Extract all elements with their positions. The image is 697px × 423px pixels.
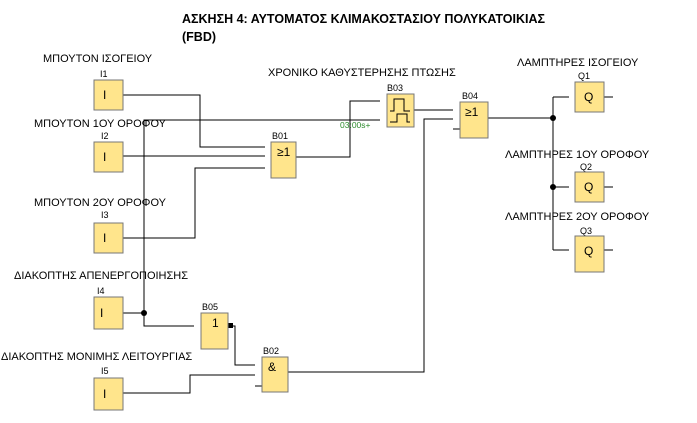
- input-label: ΔΙΑΚΟΠΤΗΣ ΜΟΝΙΜΗΣ ΛΕΙΤΟΥΡΓΙΑΣ: [1, 351, 192, 363]
- block-B04-or[interactable]: B04 ≥1: [459, 91, 489, 139]
- output-block[interactable]: [574, 81, 605, 113]
- block-id: B03: [387, 83, 403, 93]
- input-I3[interactable]: ΜΠΟΥΤΟΝ 2ΟΥ ΟΡΟΦΟΥ I3 I: [34, 197, 167, 254]
- block-symbol: 1: [212, 316, 219, 330]
- title-line1: ΑΣΚΗΣΗ 4: ΑΥΤΟΜΑΤΟΣ ΚΛΙΜΑΚΟΣΤΑΣΙΟΥ ΠΟΛΥΚ…: [182, 12, 546, 26]
- output-label: ΛΑΜΠΤΗΡΕΣ 1ΟΥ ΟΡΟΦΟΥ: [505, 149, 650, 161]
- output-Q1[interactable]: ΛΑΜΠΤΗΡΕΣ ΙΣΟΓΕΙΟΥ Q1 Q: [517, 57, 639, 113]
- input-block[interactable]: [93, 222, 124, 254]
- block-B03-timer[interactable]: ΧΡΟΝΙΚΟ ΚΑΘΥΣΤΕΡΗΣΗΣ ΠΤΩΣΗΣ B03 03:00s+: [268, 67, 456, 130]
- input-label: ΜΠΟΥΤΟΝ 2ΟΥ ΟΡΟΦΟΥ: [34, 197, 167, 209]
- input-symbol: I: [103, 88, 106, 102]
- output-label: ΛΑΜΠΤΗΡΕΣ ΙΣΟΓΕΙΟΥ: [517, 57, 639, 69]
- input-I4[interactable]: ΔΙΑΚΟΠΤΗΣ ΑΠΕΝΕΡΓΟΠΟΙΗΣΗΣ I4 I: [14, 270, 188, 330]
- block-label: ΧΡΟΝΙΚΟ ΚΑΘΥΣΤΕΡΗΣΗΣ ΠΤΩΣΗΣ: [268, 67, 456, 79]
- title-line2: (FBD): [182, 30, 216, 44]
- input-I2[interactable]: ΜΠΟΥΤΟΝ 1ΟΥ ΟΡΟΦΟΥ I2 I: [34, 118, 167, 173]
- output-symbol: Q: [584, 244, 593, 258]
- input-I1[interactable]: ΜΠΟΥΤΟΝ ΙΣΟΓΕΙΟΥ I1 I: [43, 53, 153, 111]
- input-label: ΜΠΟΥΤΟΝ 1ΟΥ ΟΡΟΦΟΥ: [34, 118, 167, 130]
- input-block[interactable]: [93, 141, 124, 173]
- output-symbol: Q: [584, 180, 593, 194]
- input-symbol: I: [103, 387, 106, 401]
- output-id: Q2: [580, 162, 592, 172]
- block-symbol: &: [268, 360, 276, 374]
- input-block[interactable]: [93, 79, 124, 111]
- output-label: ΛΑΜΠΤΗΡΕΣ 2ΟΥ ΟΡΟΦΟΥ: [505, 211, 650, 223]
- input-I5[interactable]: ΔΙΑΚΟΠΤΗΣ ΜΟΝΙΜΗΣ ΛΕΙΤΟΥΡΓΙΑΣ I5 I: [1, 351, 192, 411]
- block-id: B05: [202, 302, 218, 312]
- block-symbol: ≥1: [277, 145, 291, 159]
- wires: [123, 94, 613, 394]
- input-symbol: I: [100, 306, 103, 320]
- input-id: I3: [101, 210, 109, 220]
- input-label: ΔΙΑΚΟΠΤΗΣ ΑΠΕΝΕΡΓΟΠΟΙΗΣΗΣ: [14, 270, 188, 282]
- block-B05-not[interactable]: B05 1: [200, 302, 229, 350]
- block-B02-and[interactable]: B02 &: [261, 346, 289, 393]
- block-B01-or[interactable]: B01 ≥1: [270, 131, 297, 179]
- pulse-symbol-icon: [390, 98, 410, 112]
- output-block[interactable]: [574, 235, 605, 273]
- input-block[interactable]: [93, 296, 124, 330]
- block-id: B02: [263, 346, 279, 356]
- output-id: Q3: [580, 226, 592, 236]
- block-id: B01: [272, 131, 288, 141]
- input-id: I4: [97, 286, 105, 296]
- input-id: I5: [101, 366, 109, 376]
- input-label: ΜΠΟΥΤΟΝ ΙΣΟΓΕΙΟΥ: [43, 53, 153, 65]
- input-block[interactable]: [93, 377, 124, 411]
- output-Q3[interactable]: ΛΑΜΠΤΗΡΕΣ 2ΟΥ ΟΡΟΦΟΥ Q3 Q: [505, 211, 650, 273]
- output-block[interactable]: [574, 171, 605, 203]
- block-id: B04: [462, 91, 478, 101]
- input-symbol: I: [103, 231, 106, 245]
- block-symbol: ≥1: [465, 105, 479, 119]
- input-id: I1: [100, 69, 108, 79]
- output-Q2[interactable]: ΛΑΜΠΤΗΡΕΣ 1ΟΥ ΟΡΟΦΟΥ Q2 Q: [505, 149, 650, 203]
- timer-param: 03:00s+: [340, 120, 371, 130]
- input-symbol: I: [103, 150, 106, 164]
- input-id: I2: [101, 131, 109, 141]
- output-symbol: Q: [584, 90, 593, 104]
- output-id: Q1: [578, 71, 590, 81]
